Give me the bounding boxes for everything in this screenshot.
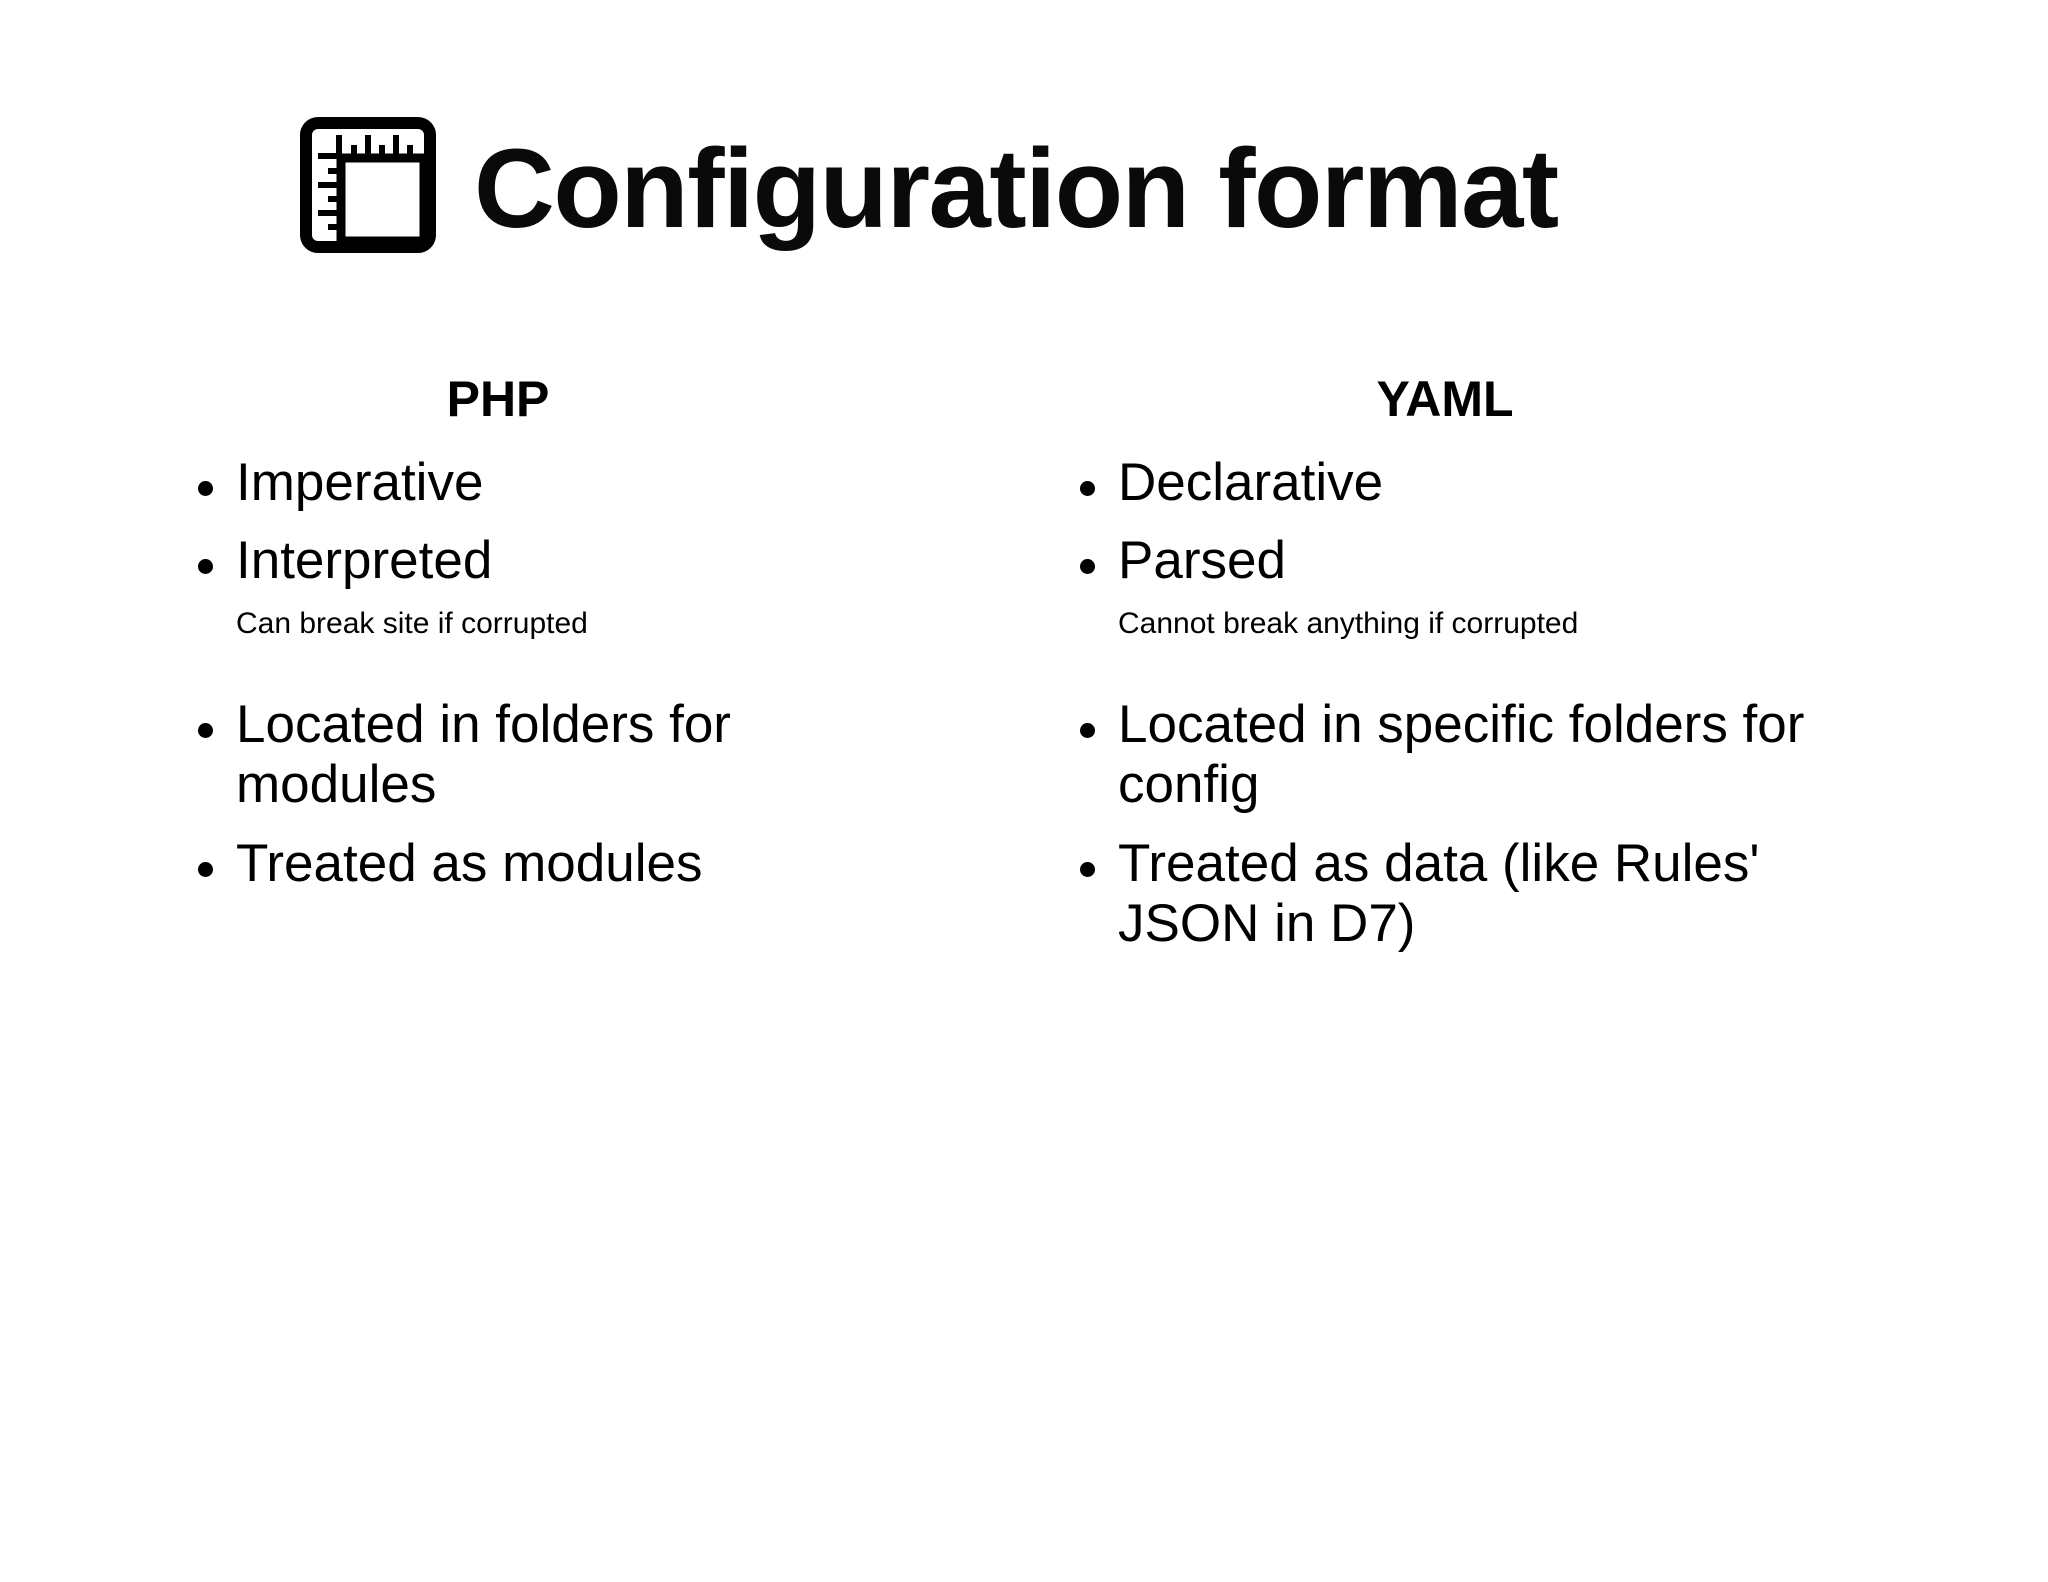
list-item: Imperative xyxy=(178,453,970,513)
list-item: Treated as modules xyxy=(178,834,970,894)
bullet-note: Can break site if corrupted xyxy=(236,606,588,640)
column-header-php: PHP xyxy=(446,371,550,427)
list-item: Treated as data (like Rules' JSON in D7) xyxy=(1060,834,1988,955)
bullet-text: Located in folders for modules xyxy=(236,694,731,815)
bullet-list-php: Imperative Interpreted Can break site if… xyxy=(178,453,970,894)
list-item: Located in specific folders for config xyxy=(1060,695,1988,816)
bullet-text: Located in specific folders for config xyxy=(1118,694,1805,815)
bullet-text: Parsed xyxy=(1118,531,1286,591)
bullet-text: Interpreted xyxy=(236,531,493,591)
list-item: Located in folders for modules xyxy=(178,695,970,816)
list-item: Parsed Cannot break anything if corrupte… xyxy=(1060,531,1988,642)
column-php: PHP Imperative Interpreted Can break sit… xyxy=(0,372,1030,972)
column-header-yaml: YAML xyxy=(1376,371,1514,427)
slide-title-row: Configuration format xyxy=(300,100,1559,270)
bullet-text: Declarative xyxy=(1118,453,1384,512)
bullet-list-yaml: Declarative Parsed Cannot break anything… xyxy=(1060,453,1988,954)
bullet-text: Treated as modules xyxy=(236,833,703,893)
list-item: Declarative xyxy=(1060,453,1988,513)
list-item: Interpreted Can break site if corrupted xyxy=(178,531,970,642)
bullet-text: Treated as data (like Rules' JSON in D7) xyxy=(1118,833,1760,954)
ruler-icon xyxy=(300,117,436,253)
bullet-text: Imperative xyxy=(236,453,484,512)
page-title: Configuration format xyxy=(474,126,1559,251)
column-yaml: YAML Declarative Parsed Cannot break any… xyxy=(1030,372,2048,972)
comparison-columns: PHP Imperative Interpreted Can break sit… xyxy=(0,372,2048,972)
bullet-note: Cannot break anything if corrupted xyxy=(1118,606,1579,640)
